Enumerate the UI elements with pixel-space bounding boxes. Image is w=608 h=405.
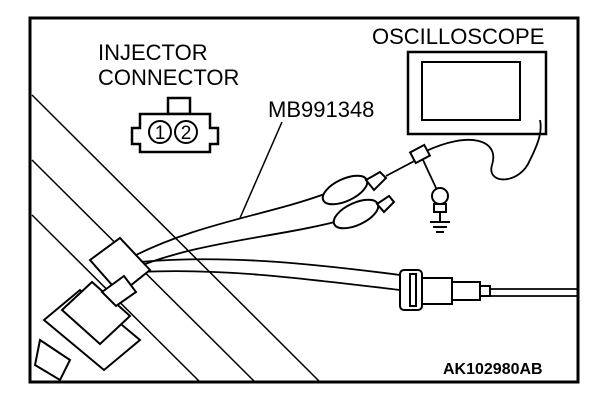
harness-connector bbox=[399, 269, 491, 311]
injector-connector-label-line2: CONNECTOR bbox=[98, 65, 239, 90]
oscilloscope-icon bbox=[406, 50, 548, 136]
test-lamp-icon bbox=[431, 187, 449, 213]
harness-wires bbox=[129, 191, 401, 291]
injector-connector-icon bbox=[130, 96, 220, 154]
harness-output-wire bbox=[490, 288, 578, 297]
pin-1-label: 1 bbox=[155, 123, 166, 144]
figure-code: AK102980AB bbox=[443, 361, 543, 378]
pin-2-label: 2 bbox=[181, 123, 192, 144]
tool-number-label: MB991348 bbox=[268, 97, 374, 122]
tool-leader-line bbox=[239, 121, 283, 219]
oscilloscope-label: OSCILLOSCOPE bbox=[372, 24, 544, 49]
alligator-clip-icon bbox=[321, 170, 396, 230]
ground-symbol-icon bbox=[430, 212, 450, 233]
injector-connector-label-line1: INJECTOR bbox=[98, 40, 208, 65]
probe-tip bbox=[408, 143, 432, 165]
injector-body bbox=[33, 236, 152, 382]
